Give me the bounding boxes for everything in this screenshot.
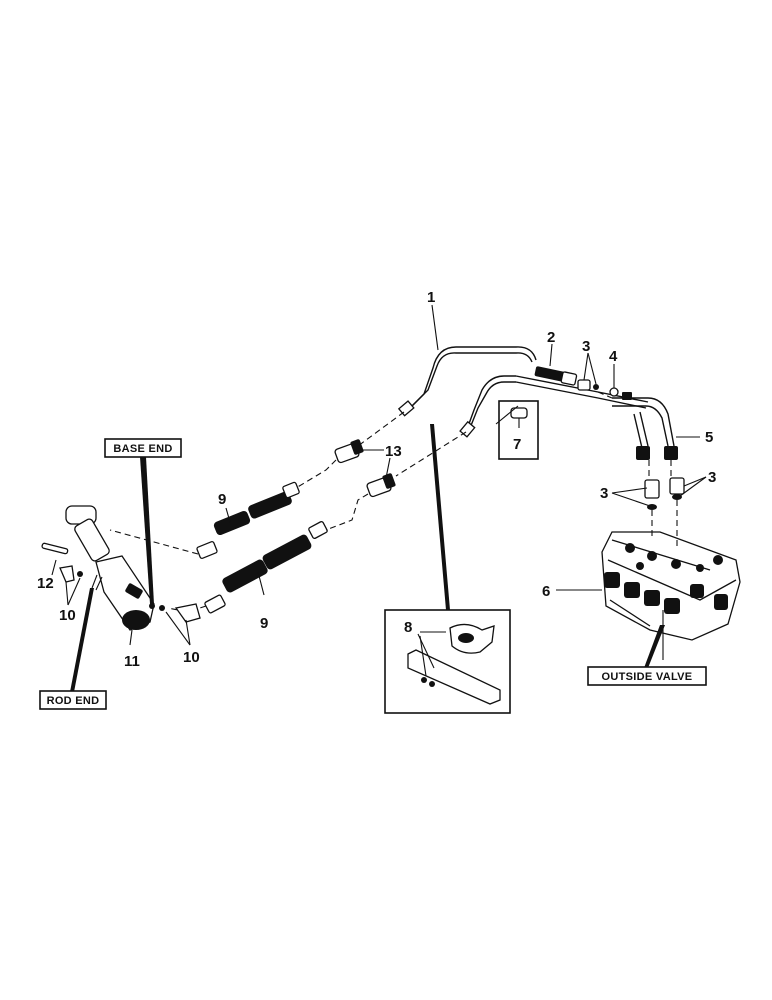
outside-valve-tag: OUTSIDE VALVE — [587, 666, 707, 686]
hydraulic-cylinder — [65, 505, 155, 631]
callout-7: 7 — [513, 436, 521, 453]
assembly-dashed-lines — [109, 391, 613, 613]
callout-3-lower-right: 3 — [708, 469, 716, 486]
callout-3-lower-left: 3 — [600, 485, 608, 502]
pin-12 — [41, 542, 69, 555]
callout-10-left: 10 — [59, 607, 76, 624]
callout-11: 11 — [124, 653, 140, 670]
callout-leaders — [51, 304, 707, 692]
callout-10-right: 10 — [183, 649, 200, 666]
base-end-label: BASE END — [113, 443, 172, 455]
callout-8: 8 — [404, 619, 412, 636]
callout-1: 1 — [427, 289, 435, 306]
callout-5: 5 — [705, 429, 713, 446]
callout-2: 2 — [547, 329, 555, 346]
fitting-3-lower — [644, 460, 685, 548]
callout-3-upper: 3 — [582, 338, 590, 355]
clamp-detail-box — [498, 400, 539, 460]
bracket-detail-box — [384, 609, 511, 714]
callout-6: 6 — [542, 583, 550, 600]
rod-end-tag: ROD END — [39, 690, 107, 710]
callout-numbers: 1 2 3 4 5 3 3 6 7 8 9 9 10 10 11 12 13 — [37, 289, 716, 670]
callout-9-lower: 9 — [260, 615, 268, 632]
control-valve — [601, 531, 741, 660]
callout-12: 12 — [37, 575, 54, 592]
callout-4: 4 — [609, 348, 618, 365]
outside-valve-label: OUTSIDE VALVE — [602, 671, 693, 683]
rod-end-label: ROD END — [47, 695, 100, 707]
callout-9-upper: 9 — [218, 491, 226, 508]
base-end-tag: BASE END — [104, 438, 182, 458]
elbow-fittings-10 — [59, 565, 201, 623]
fitting-2 — [534, 366, 578, 386]
hydraulic-hoses — [196, 481, 328, 614]
fitting-13 — [334, 439, 396, 498]
callout-13: 13 — [385, 443, 402, 460]
